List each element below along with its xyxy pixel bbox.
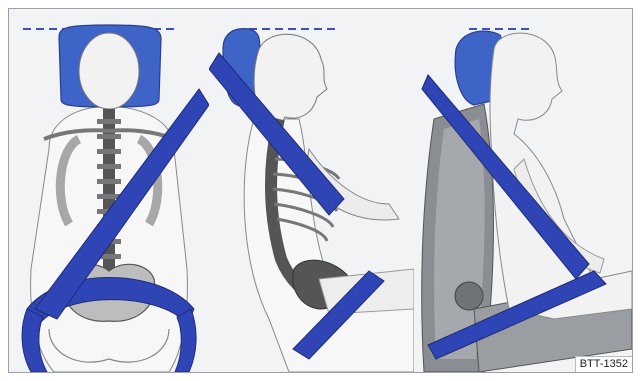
panel-side-view-seat [414,9,632,372]
side-seat-drawing [414,9,632,372]
panel-rear-view [9,9,209,372]
rear-view-drawing [9,9,209,372]
head [79,33,139,109]
side-skeleton-drawing [209,9,414,372]
figure-id-label: BTT-1352 [575,356,632,372]
panel-side-view-skeleton [209,9,414,372]
lumbar-support [455,282,483,310]
